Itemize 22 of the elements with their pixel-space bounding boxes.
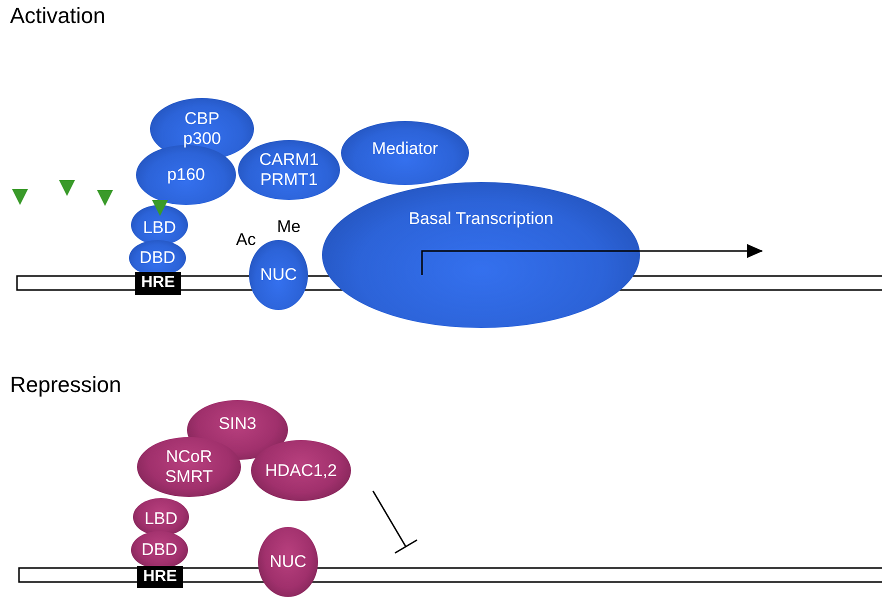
element-label: HRE [141, 274, 175, 293]
protein-label: Basal Transcription [408, 209, 554, 229]
protein-label: SIN3 [218, 414, 256, 434]
hre-box [135, 272, 181, 295]
modification-label: Me [277, 217, 301, 237]
protein-label: CBP p300 [182, 109, 222, 149]
section-title: Repression [10, 372, 122, 398]
protein-label: p160 [167, 165, 205, 185]
hre-box [137, 566, 183, 588]
protein-label: NUC [270, 552, 306, 572]
protein-label: LBD [142, 218, 176, 238]
protein-label: DBD [142, 540, 178, 560]
protein-label: NUC [260, 265, 297, 285]
protein-label: NCoR SMRT [164, 447, 214, 487]
protein-label: DBD [140, 248, 176, 268]
protein-label: CARM1 PRMT1 [258, 150, 320, 190]
protein-label: HDAC1,2 [265, 460, 337, 480]
section-title: Activation [10, 3, 106, 29]
protein-label: LBD [144, 509, 178, 529]
modification-label: Ac [236, 230, 256, 250]
element-label: HRE [143, 568, 177, 586]
protein-label: Mediator [372, 139, 438, 159]
